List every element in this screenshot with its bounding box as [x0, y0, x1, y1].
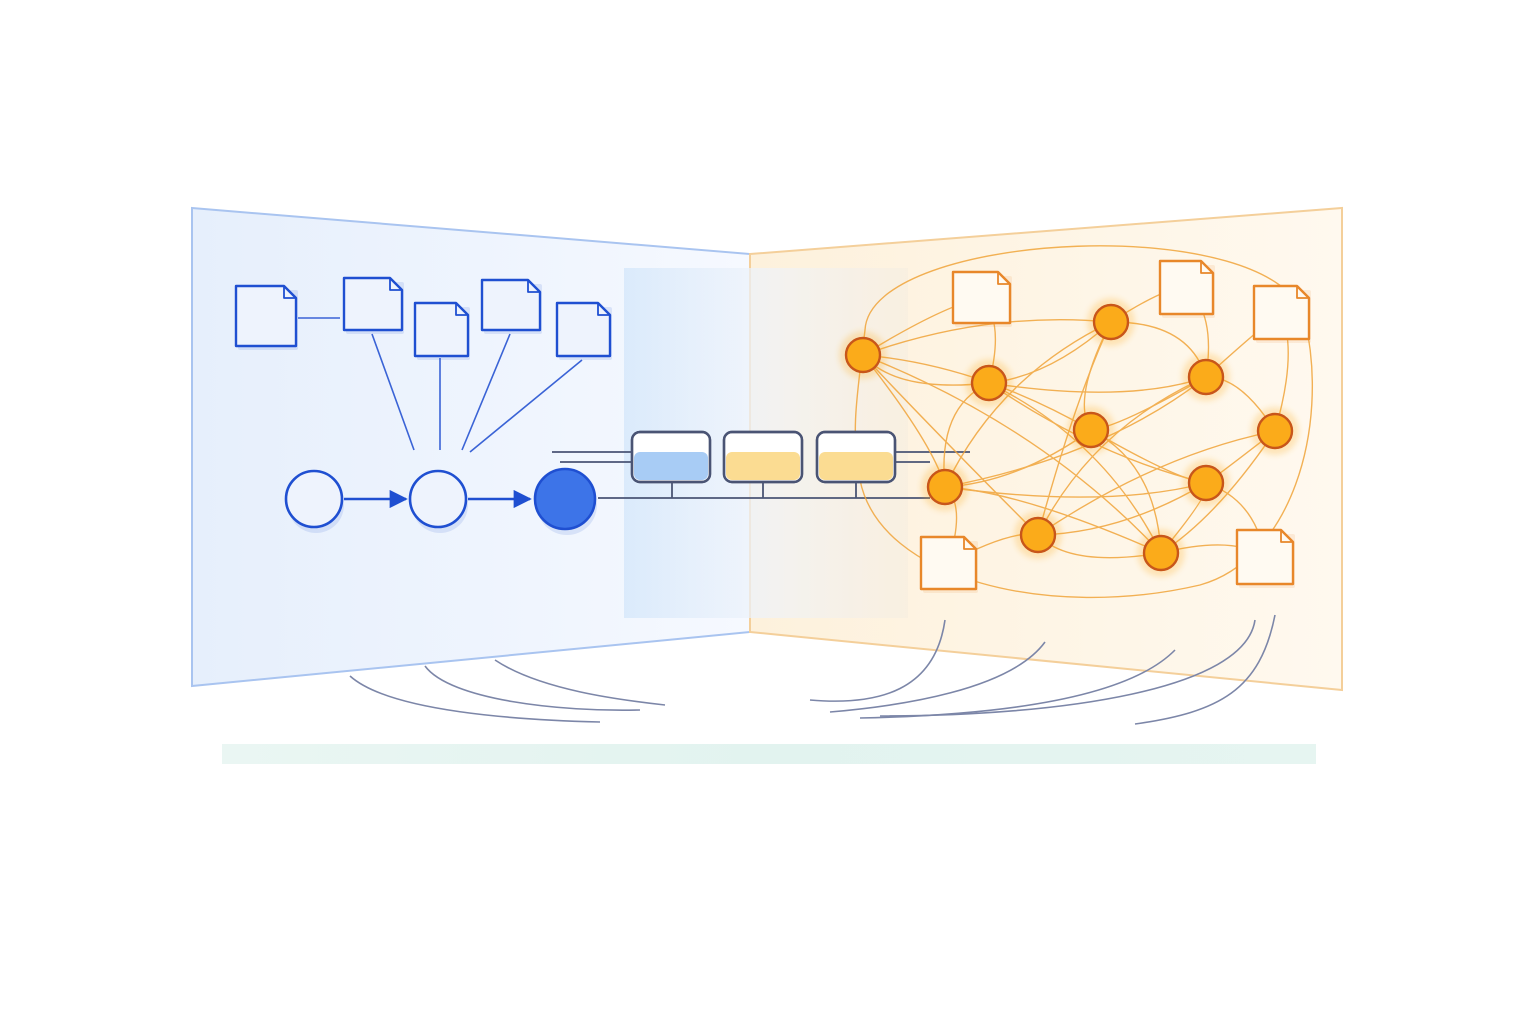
- graph-edge: [944, 321, 1112, 488]
- document-icon-left-1: [234, 284, 298, 350]
- document-icon-left-5: [555, 301, 612, 360]
- pipeline-group: [284, 467, 597, 535]
- graph-node-2: [1092, 303, 1130, 341]
- document-links: [298, 317, 583, 453]
- base-strip: [222, 744, 1316, 764]
- document-icon-right-5: [1235, 528, 1295, 588]
- pipeline-node-3: [533, 467, 597, 531]
- graph-node-9: [1019, 516, 1057, 554]
- graph-node-1: [844, 336, 882, 374]
- buffer-block-2: [722, 430, 804, 484]
- graph-node-3: [970, 364, 1008, 402]
- graph-node-10: [1142, 534, 1180, 572]
- graph-node-6: [1256, 412, 1294, 450]
- buffer-block-1: [630, 430, 712, 484]
- document-group: [234, 259, 1311, 593]
- document-icon-left-2: [342, 276, 404, 334]
- graph-node-group: [839, 298, 1299, 577]
- buffer-group: [630, 430, 897, 484]
- pipeline-node-1: [284, 469, 344, 529]
- graph-node-4: [1187, 358, 1225, 396]
- document-icon-right-4: [919, 535, 978, 593]
- graph-node-8: [1187, 464, 1225, 502]
- graph-edge: [862, 318, 1112, 356]
- document-icon-right-3: [1252, 284, 1311, 343]
- bridge-lines: [552, 451, 970, 499]
- graph-node-7: [926, 468, 964, 506]
- document-icon-left-4: [480, 278, 542, 334]
- buffer-block-3: [815, 430, 897, 484]
- graph-edge: [862, 354, 1162, 554]
- document-icon-right-1: [951, 270, 1012, 327]
- pipeline-node-2: [408, 469, 468, 529]
- graph-node-5: [1072, 411, 1110, 449]
- document-icon-right-2: [1158, 259, 1215, 318]
- connection-arcs: [349, 614, 1276, 725]
- document-icon-left-3: [413, 301, 470, 360]
- graph-edge: [988, 382, 1162, 554]
